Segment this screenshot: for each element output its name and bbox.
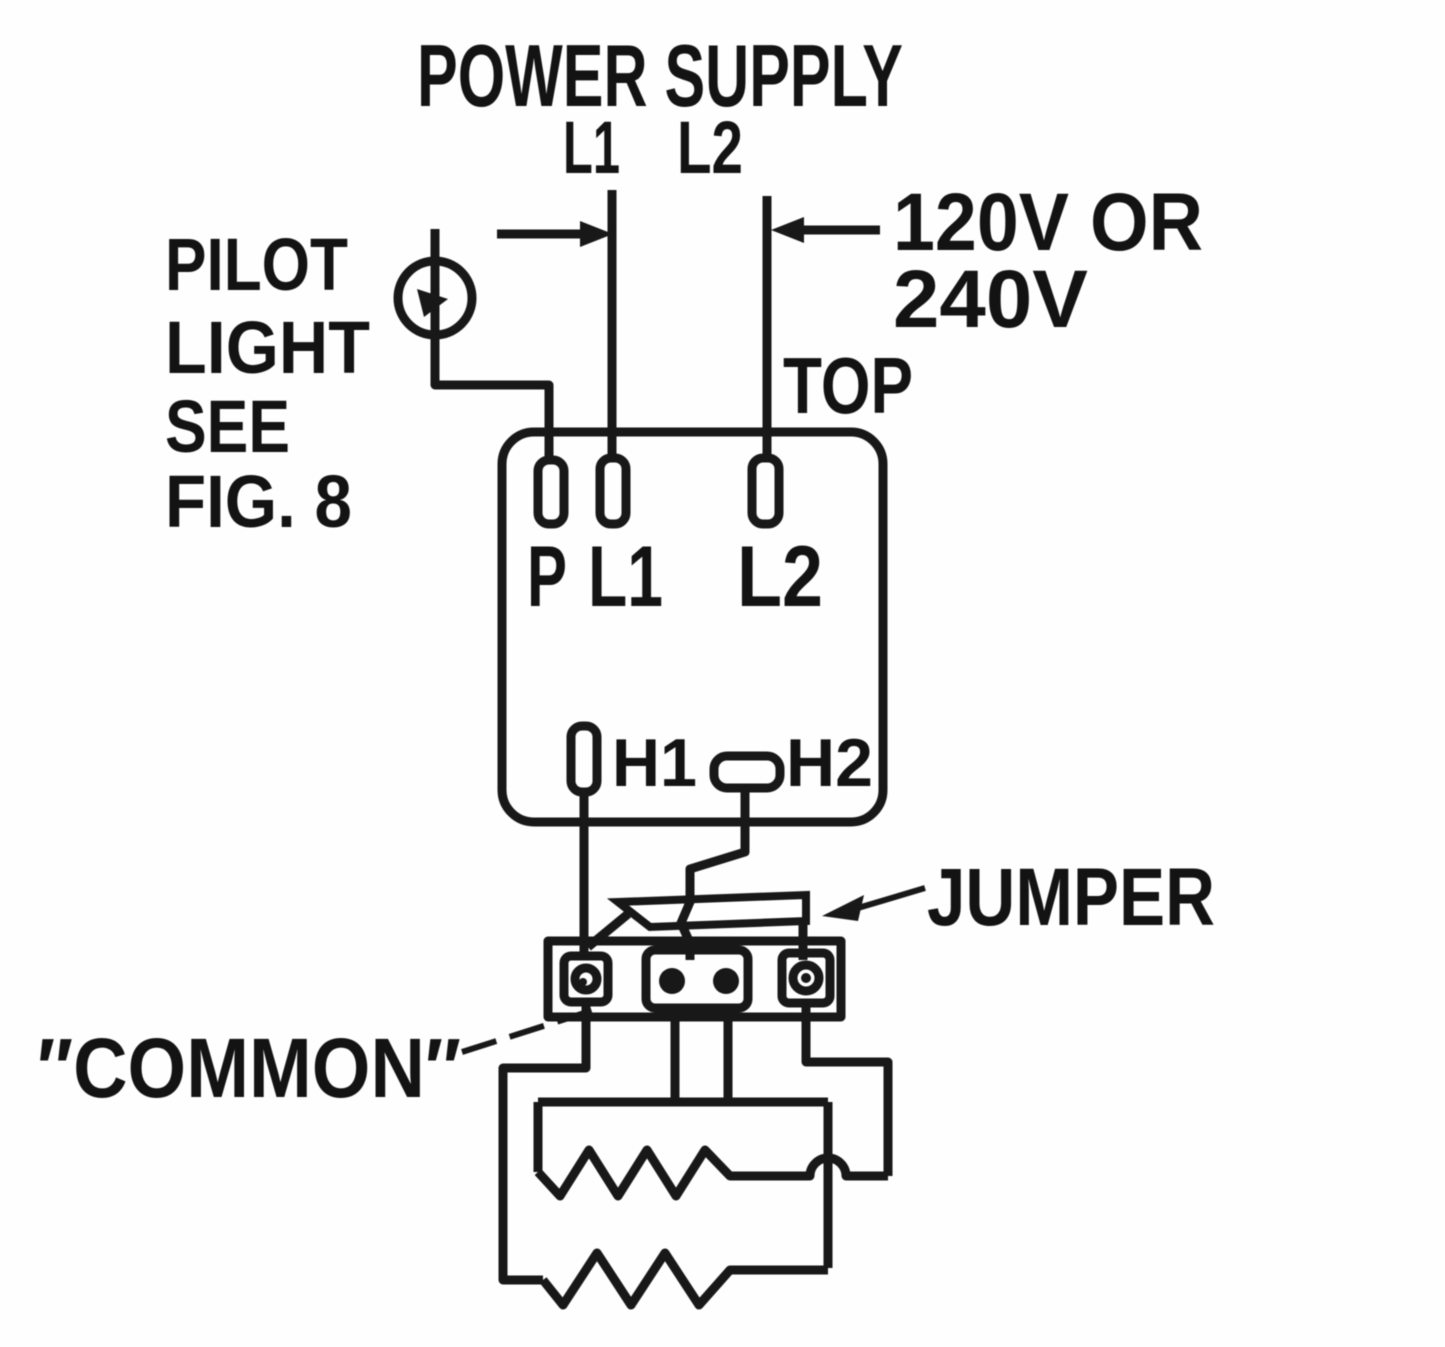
jumper-leader-line (857, 885, 926, 911)
block-terminal-middle (641, 945, 753, 1013)
terminal-block-outline (543, 936, 846, 1022)
terminal-h1-label: H1 (612, 725, 697, 801)
terminal-l1 (595, 453, 631, 529)
h2-wire (676, 790, 750, 960)
dimension-arrow-l1-head (580, 221, 613, 247)
common-leader-line (461, 1005, 601, 1055)
terminal-h2 (709, 751, 785, 793)
jumper-bar (606, 890, 810, 932)
top-label: TOP (783, 341, 913, 430)
screw-right (788, 960, 824, 996)
screw-middle-1 (659, 968, 685, 994)
terminal-l2 (747, 453, 784, 529)
terminal-p-label: P (527, 529, 567, 625)
terminal-h2-label: H2 (786, 725, 873, 801)
pilot-label-line1: PILOT (165, 223, 348, 306)
l1-top-label: L1 (563, 106, 620, 189)
terminal-p (533, 455, 569, 529)
pilot-label-line2: LIGHT (165, 306, 370, 389)
common-label: ″COMMON″ (37, 1021, 461, 1115)
pilot-label-line3: SEE (165, 385, 290, 468)
screw-middle-2 (713, 968, 739, 994)
element-1-zigzag (534, 1145, 888, 1201)
pilot-light-icon (393, 256, 477, 340)
pilot-label-line4: FIG. 8 (165, 460, 352, 543)
control-box-outline (497, 427, 888, 827)
terminal-l2-label: L2 (737, 529, 823, 625)
terminal-l1-label: L1 (588, 529, 663, 625)
element-2-zigzag (539, 1248, 828, 1310)
voltage-label-line1: 120V OR (893, 177, 1203, 268)
heater-right-outer-wire (801, 1000, 893, 1176)
voltage-label-line2: 240V (893, 254, 1088, 345)
terminal-h1 (566, 721, 602, 797)
jumper-leader-arrowhead (822, 895, 864, 921)
jumper-label: JUMPER (927, 852, 1215, 943)
pilot-light-filament (417, 289, 448, 317)
screw-left (570, 963, 602, 995)
dimension-arrow-l2-head (771, 217, 804, 243)
l2-top-label: L2 (677, 106, 743, 189)
heater-left-outer-wire (498, 1002, 591, 1285)
power-supply-label: POWER SUPPLY (417, 26, 903, 125)
screw-left-dot (579, 978, 587, 986)
screw-right-dot (801, 973, 811, 983)
